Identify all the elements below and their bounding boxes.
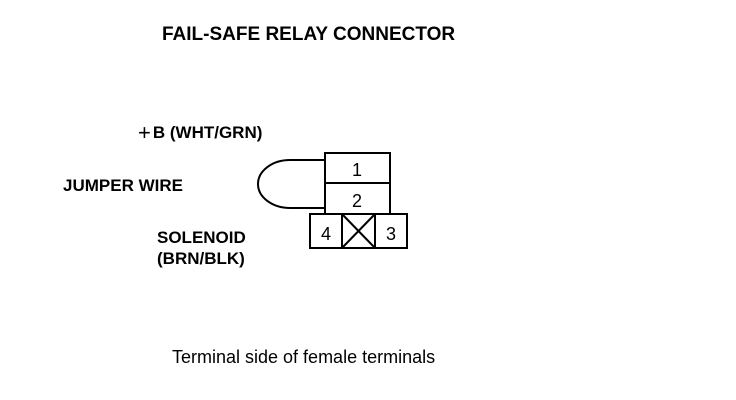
pin-4: 4	[321, 224, 331, 244]
solenoid-label: SOLENOID (BRN/BLK)	[157, 227, 246, 269]
pin-2: 2	[352, 191, 362, 211]
solenoid-label-line1: SOLENOID	[157, 228, 246, 247]
b-plus-text: B (WHT/GRN)	[152, 123, 263, 142]
jumper-wire-loop	[257, 159, 325, 209]
connector-lower-row	[309, 213, 408, 249]
pin-1: 1	[352, 160, 362, 180]
solenoid-label-line2: (BRN/BLK)	[157, 249, 245, 268]
jumper-wire-label: JUMPER WIRE	[63, 176, 183, 195]
empty-cavity-x	[341, 213, 376, 249]
diagram-title: FAIL-SAFE RELAY CONNECTOR	[162, 24, 456, 45]
b-plus-label: +B (WHT/GRN)	[138, 122, 262, 144]
pin-3: 3	[386, 224, 396, 244]
plus-symbol: +	[138, 120, 151, 145]
diagram-caption: Terminal side of female terminals	[172, 347, 436, 367]
